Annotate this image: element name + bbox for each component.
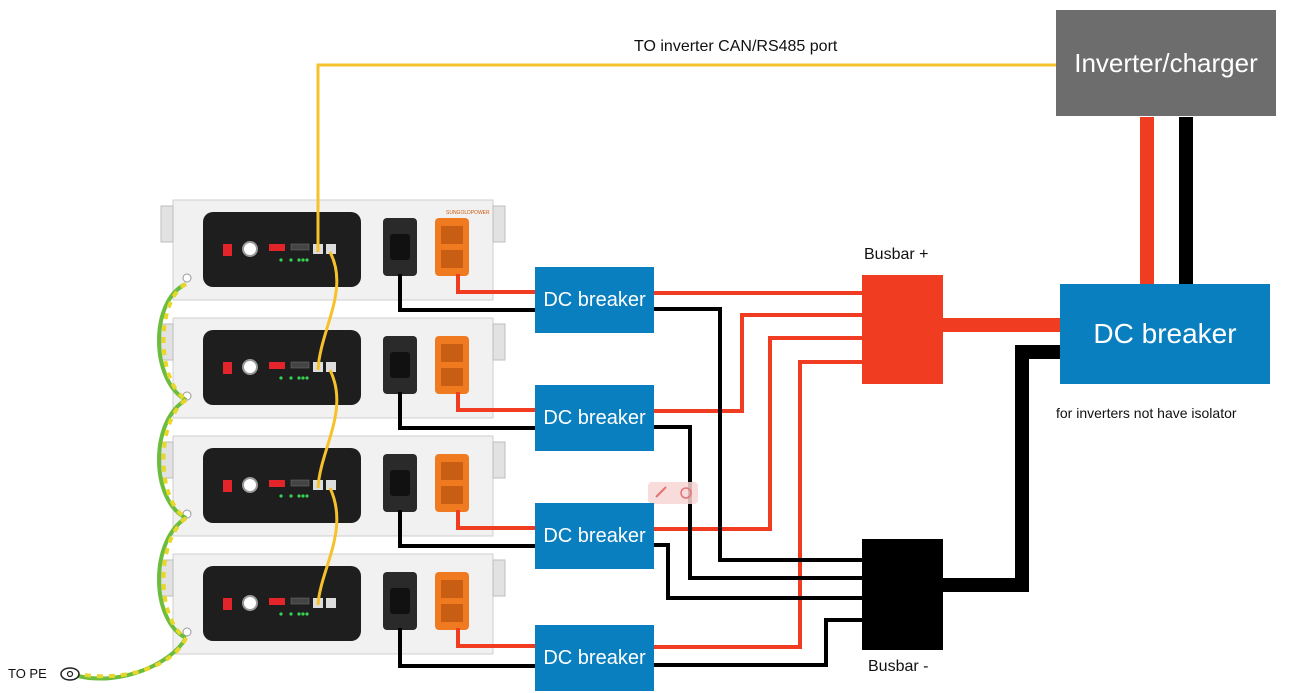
dc-breaker-1: DC breaker: [535, 267, 654, 333]
comm-cable: [316, 63, 1056, 606]
positive-cables: [456, 274, 862, 649]
negative-cables: [398, 274, 862, 668]
battery-brand-label: SUNGOLDPOWER: [446, 210, 490, 216]
pe-label: TO PE: [8, 666, 47, 681]
battery-module-3: [160, 435, 506, 537]
main-dc-breaker: DC breaker: [1060, 284, 1270, 384]
inverter-label: Inverter/charger: [1074, 47, 1258, 78]
dc-breaker-4: DC breaker: [535, 625, 654, 691]
dc-breaker-label: DC breaker: [543, 288, 646, 311]
dc-breaker-label: DC breaker: [543, 646, 646, 669]
dc-breaker-label: DC breaker: [543, 406, 646, 429]
inverter-charger-box: Inverter/charger: [1056, 10, 1276, 116]
ground-wires: [77, 282, 188, 681]
busbar-positive-label: Busbar +: [864, 246, 929, 263]
dc-breaker-label: DC breaker: [543, 524, 646, 547]
main-dc-breaker-label: DC breaker: [1093, 318, 1237, 349]
comm-port-label: TO inverter CAN/RS485 port: [634, 38, 838, 55]
busbar-negative: [862, 539, 943, 650]
battery-module-4: [160, 553, 506, 655]
edit-tool-icon[interactable]: [648, 482, 698, 504]
isolator-note: for inverters not have isolator: [1056, 405, 1237, 421]
main-negative-cable: [943, 345, 1060, 592]
dc-breaker-3: DC breaker: [535, 503, 654, 569]
busbar-negative-label: Busbar -: [868, 658, 929, 675]
busbar-positive: [862, 275, 943, 384]
dc-breaker-2: DC breaker: [535, 385, 654, 451]
ground-ring-icon: [60, 667, 80, 681]
battery-module-2: [160, 317, 506, 419]
